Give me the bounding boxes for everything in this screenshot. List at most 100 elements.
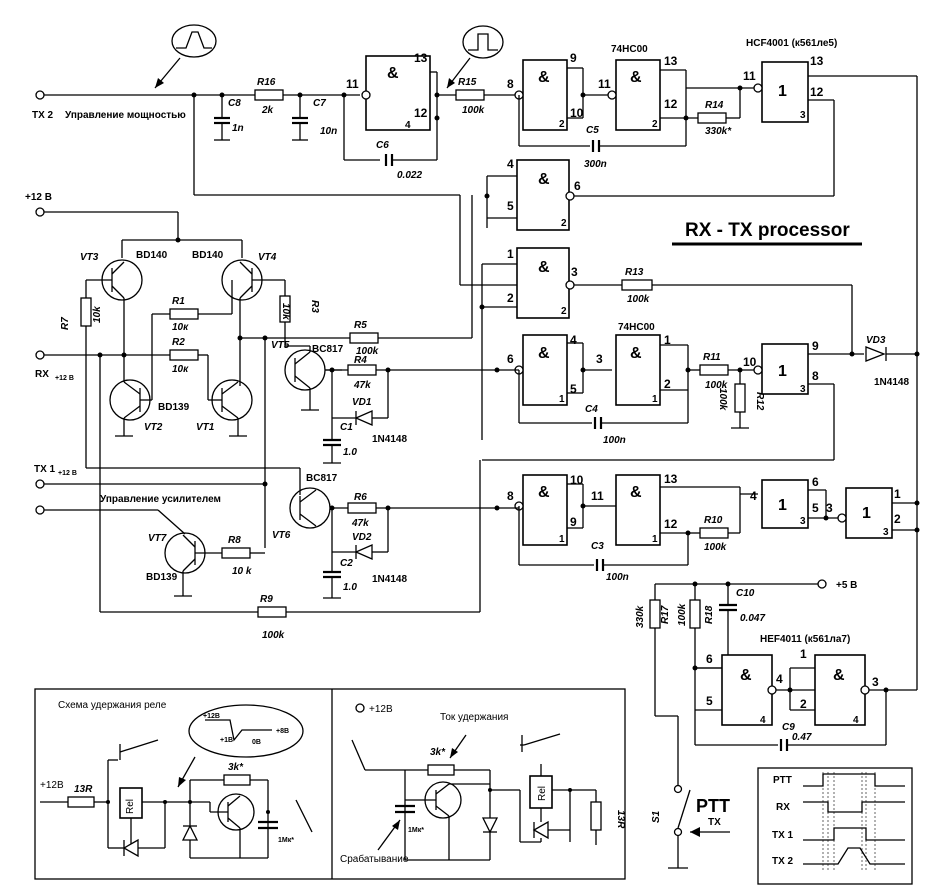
tx1-label: TX 1 [34, 464, 56, 475]
rx-label: RX [35, 369, 49, 380]
n3-pin-4: 4 [750, 489, 757, 503]
gate-n1 [761, 61, 809, 123]
n3-pin-6: 6 [812, 475, 819, 489]
n1-pin-13: 13 [810, 54, 824, 68]
vt7-type: BD139 [146, 572, 178, 583]
inset-left-13r-label: 13R [74, 784, 93, 795]
g8-pin-8: 8 [507, 489, 514, 503]
r18-label: R18 [704, 605, 715, 624]
g2-pin-8: 8 [507, 77, 514, 91]
r10-value: 100k [704, 542, 727, 553]
r16-label: R16 [257, 77, 276, 88]
g8-pin-10: 10 [570, 473, 584, 487]
r1-value: 10к [172, 322, 189, 333]
r17-value: 330k [635, 605, 646, 628]
vt5-type: BC817 [312, 344, 344, 355]
n2-pin-8: 8 [812, 369, 819, 383]
s1-bottom-contact [673, 827, 683, 837]
p5-terminal[interactable] [817, 579, 827, 589]
p12-label: +12 В [25, 192, 52, 203]
vt5-label: VT5 [271, 340, 290, 351]
ptt-tx-label: TX [708, 817, 721, 828]
timing-row-tx1: TX 1 [772, 830, 794, 841]
rx-sublabel: +12 В [55, 375, 74, 382]
g9-pin-13: 13 [664, 472, 678, 486]
amp-ctrl-terminal[interactable] [35, 505, 45, 515]
r13-label: R13 [625, 267, 644, 278]
gate-g2-symbol: & [538, 69, 550, 86]
inset-frame [34, 688, 626, 880]
gate-g3 [615, 59, 661, 131]
g5-pin-2: 2 [507, 291, 514, 305]
g10-pin-6: 6 [706, 652, 713, 666]
g4-pin-2: 2 [561, 218, 567, 229]
gate-n2-symbol: 1 [778, 363, 787, 380]
vt6-type: BC817 [306, 473, 338, 484]
g5-pin-1: 1 [507, 247, 514, 261]
s1-label: S1 [651, 810, 662, 823]
vt2-type: BD139 [158, 402, 190, 413]
gate-g5 [516, 247, 570, 319]
gate-g8-symbol: & [538, 484, 550, 501]
r7-label: R7 [60, 317, 71, 330]
tx2-terminal[interactable] [35, 90, 45, 100]
amp-ctrl-label: Управление усилителем [100, 494, 221, 505]
vd1-diode [354, 410, 373, 426]
gate-g3-symbol: & [630, 69, 642, 86]
n2-pin-3: 3 [800, 384, 806, 395]
r15-value: 100k [462, 105, 485, 116]
r4-value: 47k [353, 380, 371, 391]
r3-value: 10k [280, 303, 291, 320]
timing-row-rx: RX [776, 802, 790, 813]
r7-resistor [80, 297, 92, 327]
r14-label: R14 [705, 100, 724, 111]
r7-value: 10k [92, 306, 103, 323]
gate-g7-symbol: & [630, 345, 642, 362]
g8-pin-9: 9 [570, 515, 577, 529]
g10-pin-4: 4 [776, 672, 783, 686]
n4-pin-1: 1 [894, 487, 901, 501]
r17-label: R17 [660, 605, 671, 624]
g7-pin-1b: 1 [652, 394, 658, 405]
pulse-bubble-1 [171, 24, 217, 58]
vd1-label: VD1 [352, 397, 372, 408]
s1-switch-lever[interactable] [677, 789, 691, 829]
gate-g2 [522, 59, 568, 131]
rx-terminal[interactable] [35, 350, 45, 360]
c3-label: C3 [591, 541, 604, 552]
vd2-type: 1N4148 [372, 574, 407, 585]
p12-terminal[interactable] [35, 207, 45, 217]
pulse-bubble-2 [462, 25, 504, 59]
g1-pin-12: 12 [414, 106, 428, 120]
timing-diagram: PTT RX TX 1 TX 2 [772, 772, 905, 870]
c5-value: 300n [584, 159, 607, 170]
r3-label: R3 [309, 300, 320, 313]
c3-value: 100n [606, 572, 629, 583]
vt3-label: VT3 [80, 252, 99, 263]
g9-pin-1: 1 [652, 534, 658, 545]
gate-g1-symbol: & [387, 65, 399, 82]
r1-resistor [169, 308, 199, 320]
c6-label: C6 [376, 140, 389, 151]
tx1-terminal[interactable] [35, 479, 45, 489]
inset-left-3k-label: 3k* [228, 762, 244, 773]
gate-g4-symbol: & [538, 171, 550, 188]
gate-n3 [761, 479, 809, 529]
r12-value: 100k [717, 388, 728, 411]
c10-label: C10 [736, 588, 755, 599]
r8-value: 10 k [232, 566, 252, 577]
gate-n4-symbol: 1 [862, 505, 871, 522]
g3-pin-12: 12 [664, 97, 678, 111]
c9-value: 0.47 [792, 732, 812, 743]
r11-value: 100k [705, 380, 728, 391]
vd2-label: VD2 [352, 532, 372, 543]
r15-resistor [455, 89, 485, 101]
inset-left-3k [223, 774, 251, 786]
g1-pin-11: 11 [346, 77, 359, 91]
vt2-label: VT2 [144, 422, 163, 433]
g2-pin-10: 10 [570, 106, 584, 120]
c1-value: 1.0 [343, 447, 357, 458]
r12-label: R12 [754, 392, 765, 411]
g11-pin-4: 4 [853, 715, 859, 726]
n4-pin-2: 2 [894, 512, 901, 526]
